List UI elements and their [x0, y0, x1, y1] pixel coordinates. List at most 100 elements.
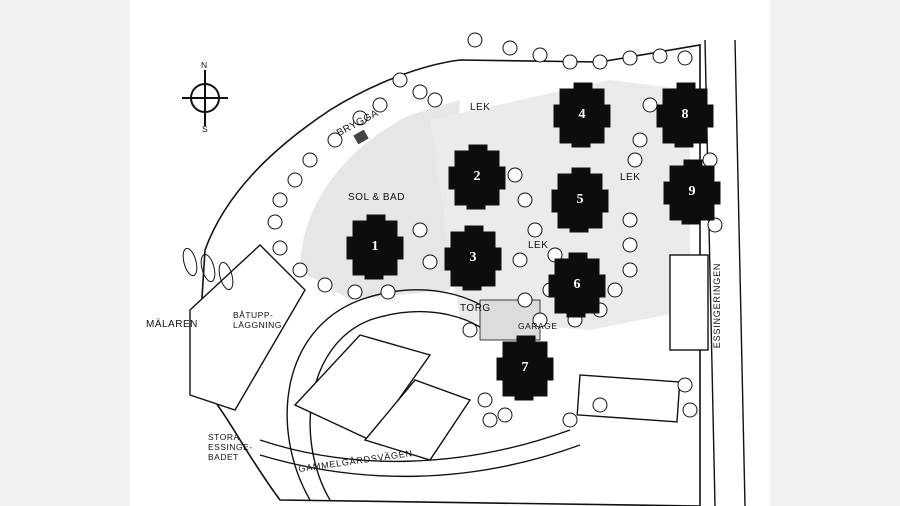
label-sol-bad: SOL & BAD	[348, 192, 405, 203]
label-stora-1: STORA	[208, 432, 240, 442]
tree	[372, 97, 388, 113]
buildings	[346, 82, 721, 401]
label-torg: TORG	[460, 303, 491, 314]
building-number-6: 6	[573, 277, 581, 292]
tree	[302, 152, 318, 168]
building-number-2: 2	[473, 169, 481, 184]
label-lek-right: LEK	[620, 172, 641, 183]
tree	[622, 212, 638, 228]
tree	[592, 54, 608, 70]
tree	[392, 72, 408, 88]
site-plan: N S BRYGGA LEK SOL & BAD LEK LEK TORG GA…	[130, 0, 770, 506]
building-footprint	[548, 252, 606, 318]
building-number-9: 9	[688, 184, 696, 199]
label-garage: GARAGE	[518, 321, 558, 331]
tree	[652, 48, 668, 64]
compass-icon	[182, 70, 228, 126]
tree	[507, 167, 523, 183]
brygga-hatch	[353, 129, 369, 145]
boat-storage	[189, 244, 306, 411]
tree	[622, 262, 638, 278]
tree	[677, 377, 693, 393]
building-footprint	[656, 82, 714, 148]
tree	[287, 172, 303, 188]
tree	[317, 277, 333, 293]
tree	[427, 92, 443, 108]
label-stora-3: BADET	[208, 452, 239, 462]
tree	[467, 32, 483, 48]
tree	[327, 132, 343, 148]
building-number-5: 5	[576, 192, 584, 207]
tree	[477, 392, 493, 408]
building-6	[548, 252, 606, 318]
tree	[502, 40, 518, 56]
trees	[267, 32, 723, 428]
building-footprint	[346, 214, 404, 280]
tree	[422, 254, 438, 270]
building-footprint	[663, 159, 721, 225]
lawn-west	[300, 100, 460, 300]
label-essingeringen: ESSINGERINGEN	[712, 262, 723, 349]
tree	[632, 132, 648, 148]
tree	[532, 47, 548, 63]
building-number-8: 8	[681, 107, 689, 122]
building-9	[663, 159, 721, 225]
building-number-4: 4	[578, 107, 586, 122]
building-number-1: 1	[371, 239, 379, 254]
tree	[607, 282, 623, 298]
compass-north: N	[201, 60, 208, 70]
tree	[462, 322, 478, 338]
tree	[292, 262, 308, 278]
building-1	[346, 214, 404, 280]
building-footprint	[444, 225, 502, 291]
tree	[562, 412, 578, 428]
building-footprint	[551, 167, 609, 233]
tree	[682, 402, 698, 418]
label-batupplaggning-1: BÅTUPP-	[233, 310, 274, 320]
label-malaren: MÄLAREN	[146, 319, 198, 330]
building-number-7: 7	[521, 360, 529, 375]
tree	[562, 54, 578, 70]
tree	[642, 97, 658, 113]
building-4	[553, 82, 611, 148]
label-lek-mid: LEK	[528, 240, 549, 251]
tree	[532, 312, 548, 328]
building-8	[656, 82, 714, 148]
tree	[677, 50, 693, 66]
tree	[622, 50, 638, 66]
tree	[482, 412, 498, 428]
tree	[267, 214, 283, 230]
tree	[517, 292, 533, 308]
building-2	[448, 144, 506, 210]
tree	[527, 222, 543, 238]
building-number-3: 3	[469, 250, 477, 265]
building-5	[551, 167, 609, 233]
tree	[707, 217, 723, 233]
tree	[497, 407, 513, 423]
tree	[380, 284, 396, 300]
tree	[347, 284, 363, 300]
tree	[272, 192, 288, 208]
compass-south: S	[202, 124, 209, 134]
boats	[182, 247, 234, 291]
tree	[352, 110, 368, 126]
site-plan-drawing	[182, 32, 746, 506]
building-3	[444, 225, 502, 291]
tree	[702, 152, 718, 168]
parking-areas	[293, 254, 709, 461]
building-7	[496, 335, 554, 401]
label-stora-2: ESSINGE-	[208, 442, 253, 452]
tree	[272, 240, 288, 256]
building-footprint	[496, 335, 554, 401]
label-lek-top: LEK	[470, 102, 491, 113]
label-batupplaggning-2: LÄGGNING	[233, 320, 282, 330]
tree	[412, 222, 428, 238]
tree	[622, 237, 638, 253]
tree	[627, 152, 643, 168]
tree	[512, 252, 528, 268]
tree	[592, 397, 608, 413]
torg-plaza	[479, 299, 541, 341]
tree	[517, 192, 533, 208]
building-footprint	[553, 82, 611, 148]
building-footprint	[448, 144, 506, 210]
